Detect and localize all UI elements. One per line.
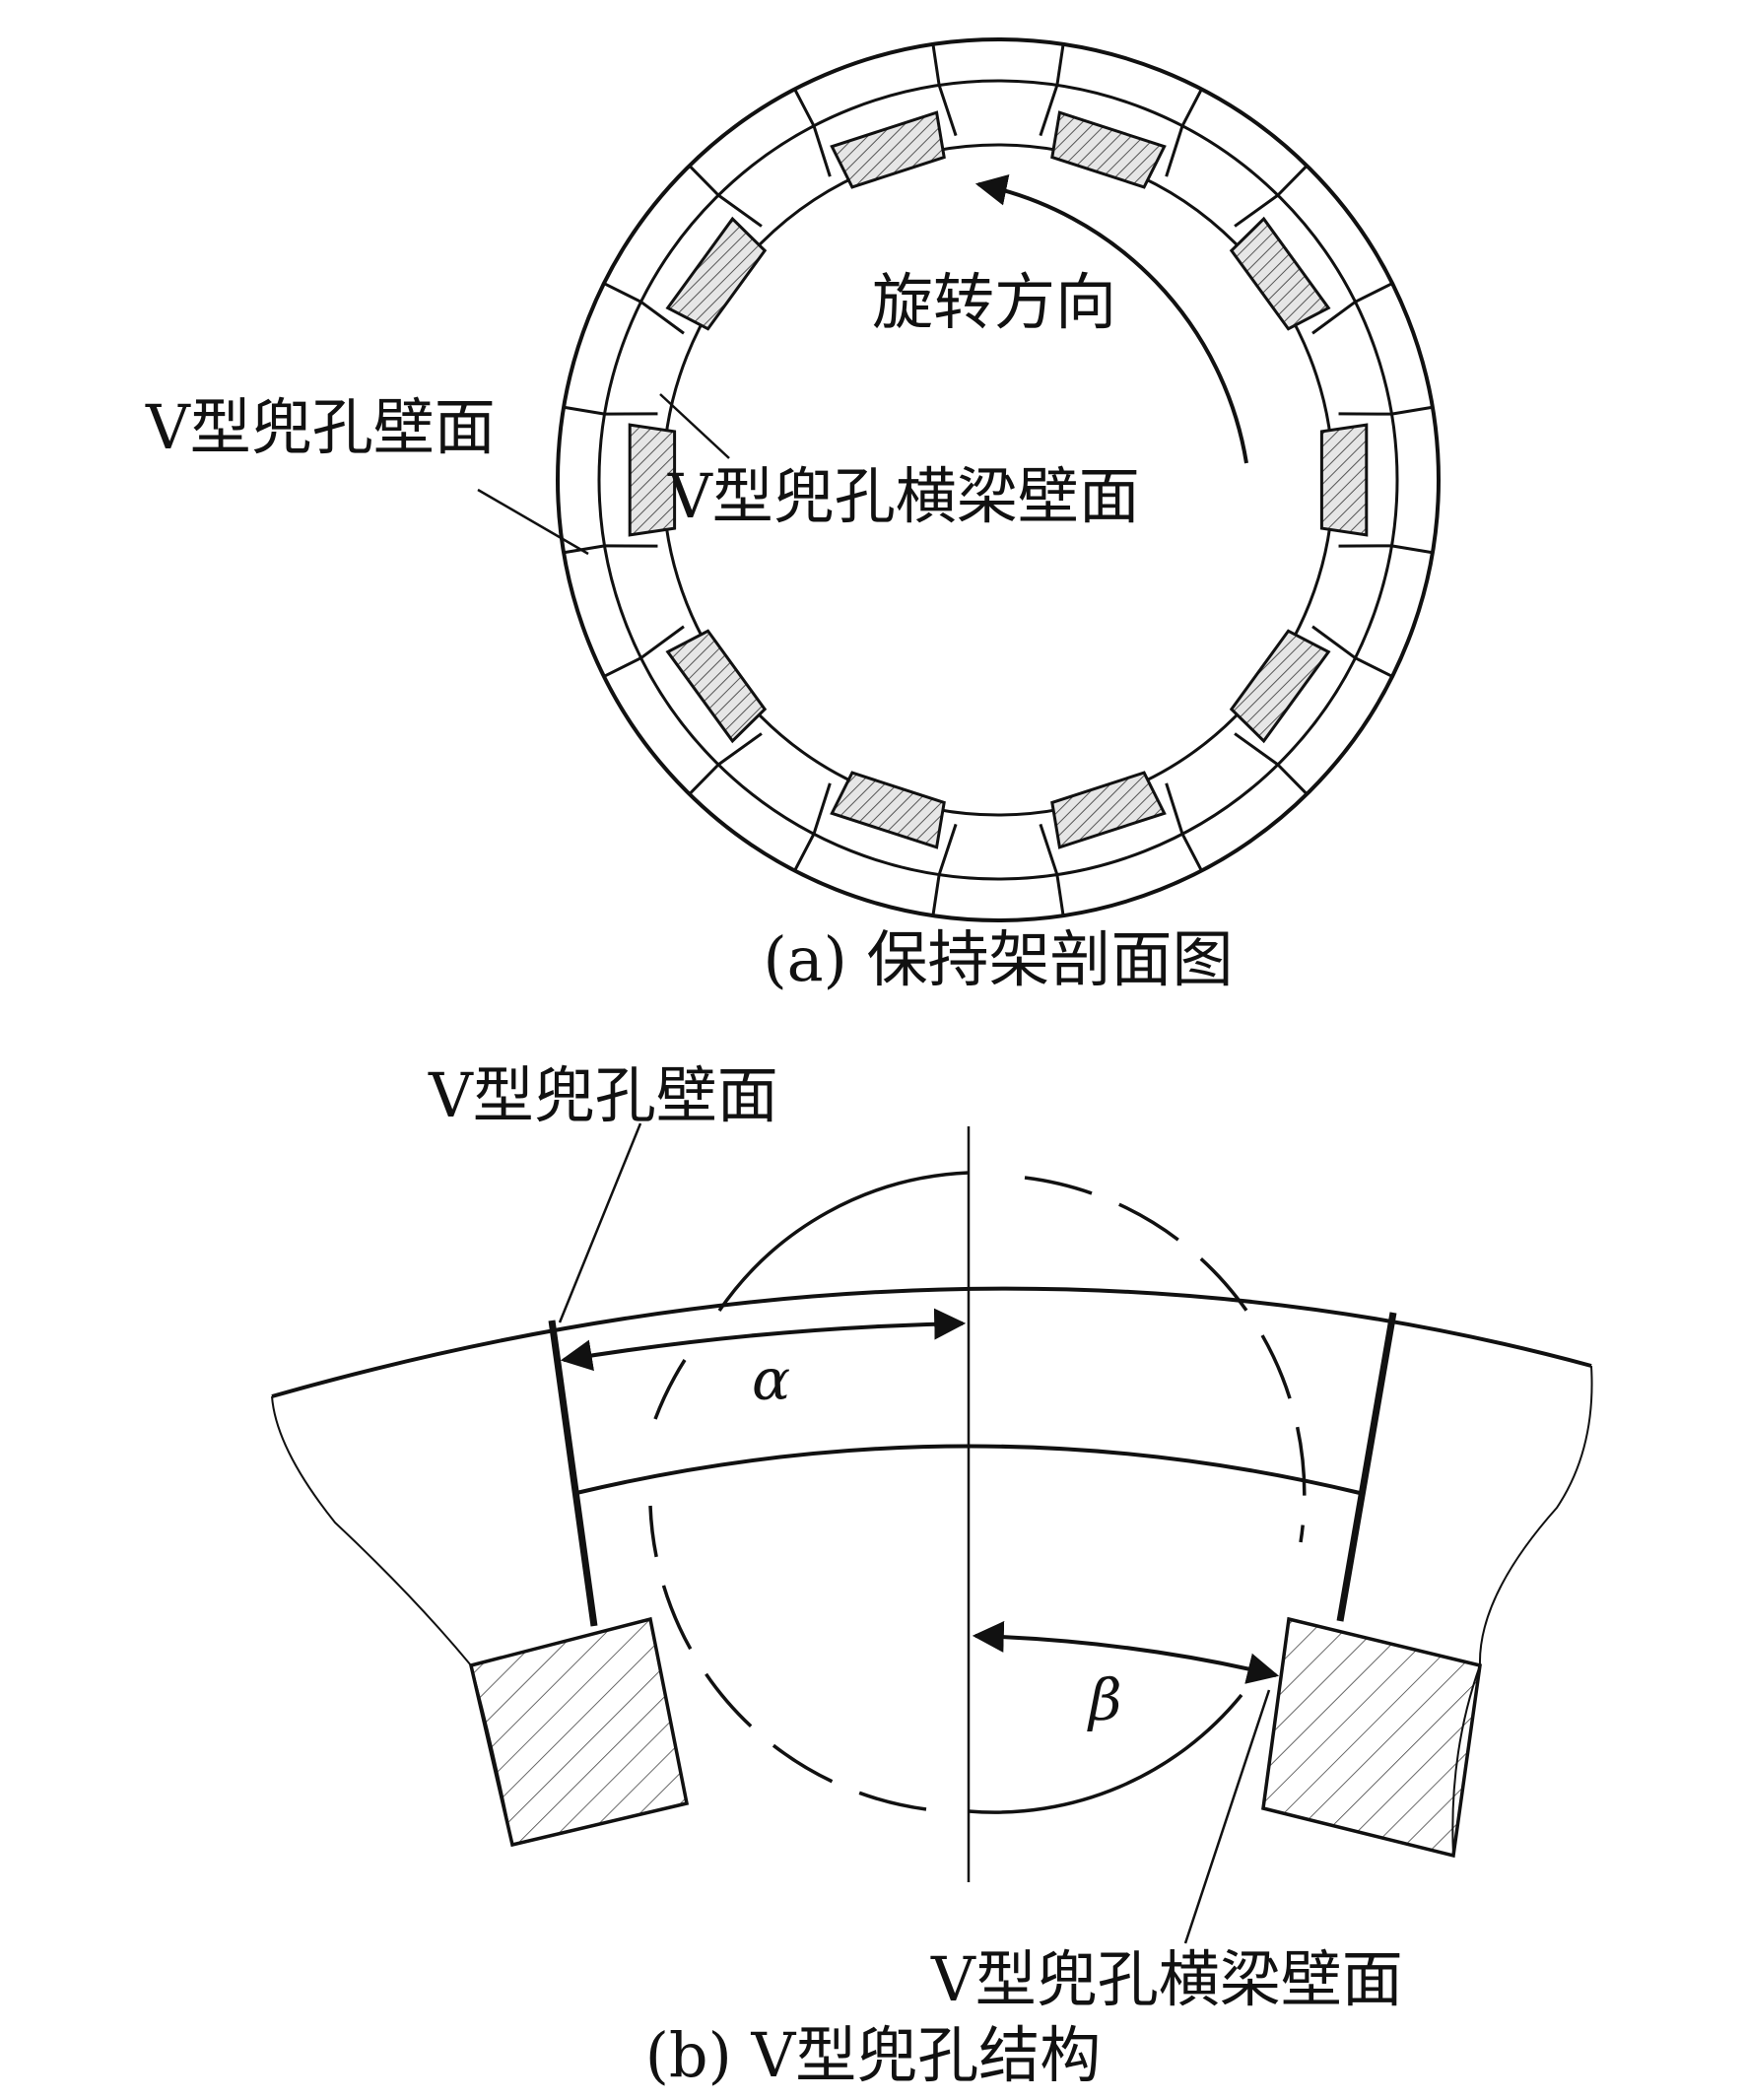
alpha-angle-label: α: [752, 1346, 790, 1413]
pocket-ring-wall: [1180, 88, 1203, 127]
pocket-side-wall: [717, 193, 763, 228]
pocket-side-wall: [639, 301, 685, 335]
v-pocket-detail-view: α β V型兜孔壁面 V型兜孔横梁壁面 (b) V型兜孔结构: [271, 1059, 1593, 2091]
pocket-wall-label-b: V型兜孔壁面: [428, 1059, 778, 1131]
pocket-ring-wall: [1391, 405, 1434, 416]
pocket-ring-wall: [563, 544, 605, 555]
beam-wall-label-a: V型兜孔横梁壁面: [667, 460, 1140, 532]
pocket-side-wall: [1234, 732, 1279, 767]
rotation-direction-label: 旋转方向: [872, 266, 1116, 338]
right-cross-beam-hatched: [1261, 1616, 1482, 1859]
pocket-side-wall: [639, 625, 685, 659]
pocket-ring-wall: [603, 282, 642, 304]
pocket-ring-wall: [931, 874, 941, 916]
roller-circle-solid-right: [968, 1693, 1243, 1814]
roller-circle-solid-left: [653, 1359, 687, 1420]
pocket-side-wall: [1165, 782, 1184, 835]
cross-beam-hatched: [830, 771, 946, 849]
left-beam-outer-edge: [470, 1664, 513, 1846]
beta-angle-label: β: [1087, 1666, 1122, 1733]
pocket-side-wall: [812, 125, 832, 177]
pocket-ring-wall: [603, 656, 642, 678]
pocket-ring-wall: [1276, 165, 1309, 197]
pocket-side-wall: [717, 732, 763, 767]
pocket-wall-leader-a: [477, 488, 589, 556]
pocket-ring-wall: [1055, 874, 1065, 916]
cage-section-view: 旋转方向 V型兜孔壁面 V型兜孔横梁壁面 (a) 保持架剖面图: [145, 37, 1441, 995]
beta-angle-arrow: [972, 1620, 1280, 1684]
pocket-side-wall: [1311, 301, 1357, 335]
pocket-side-wall: [937, 823, 958, 876]
right-v-pocket-wall: [1336, 1312, 1397, 1622]
pocket-ring-wall: [563, 405, 605, 416]
roller-circle-dashed: [1024, 1176, 1307, 1543]
caption-a: (a) 保持架剖面图: [763, 923, 1233, 995]
cross-beam-hatched: [1050, 110, 1167, 189]
pocket-side-wall: [812, 782, 832, 835]
pocket-ring-wall: [1354, 656, 1393, 678]
beam-wall-leader-a: [659, 393, 730, 459]
pocket-wall-leader-b: [558, 1122, 642, 1323]
ring-outer-arc: [271, 1286, 1592, 1398]
pocket-side-wall: [1311, 625, 1357, 659]
pocket-side-wall: [1165, 125, 1184, 177]
pocket-ring-wall: [1055, 43, 1065, 86]
cross-beam-hatched: [665, 216, 768, 331]
pocket-ring-wall: [1276, 763, 1309, 795]
right-beam-outer-edge: [1451, 1664, 1481, 1857]
pocket-ring-wall: [931, 43, 941, 86]
cross-beam-hatched: [665, 629, 768, 744]
right-ring-segment: [1478, 1365, 1593, 1666]
cross-beam-hatched: [830, 110, 946, 189]
cross-beam-hatched: [1229, 216, 1331, 331]
roller-circle-dashed-bottom: [648, 1505, 927, 1811]
cage-inner-circle: [597, 79, 1399, 881]
pocket-ring-wall: [688, 763, 720, 795]
cross-beam-hatched: [628, 423, 677, 537]
pocket-ring-wall: [1354, 282, 1393, 304]
caption-b: (b) V型兜孔结构: [645, 2019, 1102, 2091]
pocket-side-wall: [1039, 84, 1059, 137]
left-ring-segment: [271, 1395, 472, 1666]
beam-wall-leader-b: [1183, 1689, 1271, 1944]
pocket-ring-wall: [793, 833, 816, 872]
pocket-side-wall: [1039, 823, 1059, 876]
pocket-ring-wall: [1180, 833, 1203, 872]
pocket-group: [563, 43, 1434, 916]
cross-beam-hatched: [1050, 771, 1167, 849]
pocket-side-wall: [937, 84, 958, 137]
beam-wall-label-b: V型兜孔横梁壁面: [930, 1943, 1403, 2015]
pocket-ring-wall: [793, 88, 816, 127]
roller-circle-solid-top: [717, 1171, 970, 1312]
cross-beam-hatched: [1229, 629, 1331, 744]
rotation-direction-arrow: [974, 174, 1248, 464]
pocket-ring-wall: [688, 165, 720, 197]
cross-beam-hatched: [1319, 423, 1369, 537]
cage-outer-circle: [556, 37, 1441, 922]
pocket-ring-wall: [1391, 544, 1434, 555]
pocket-side-wall: [1234, 193, 1279, 228]
pocket-wall-label-a: V型兜孔壁面: [145, 391, 496, 463]
left-v-pocket-wall: [548, 1320, 598, 1627]
alpha-angle-arrow: [560, 1308, 967, 1372]
left-cross-beam-hatched: [468, 1616, 690, 1848]
